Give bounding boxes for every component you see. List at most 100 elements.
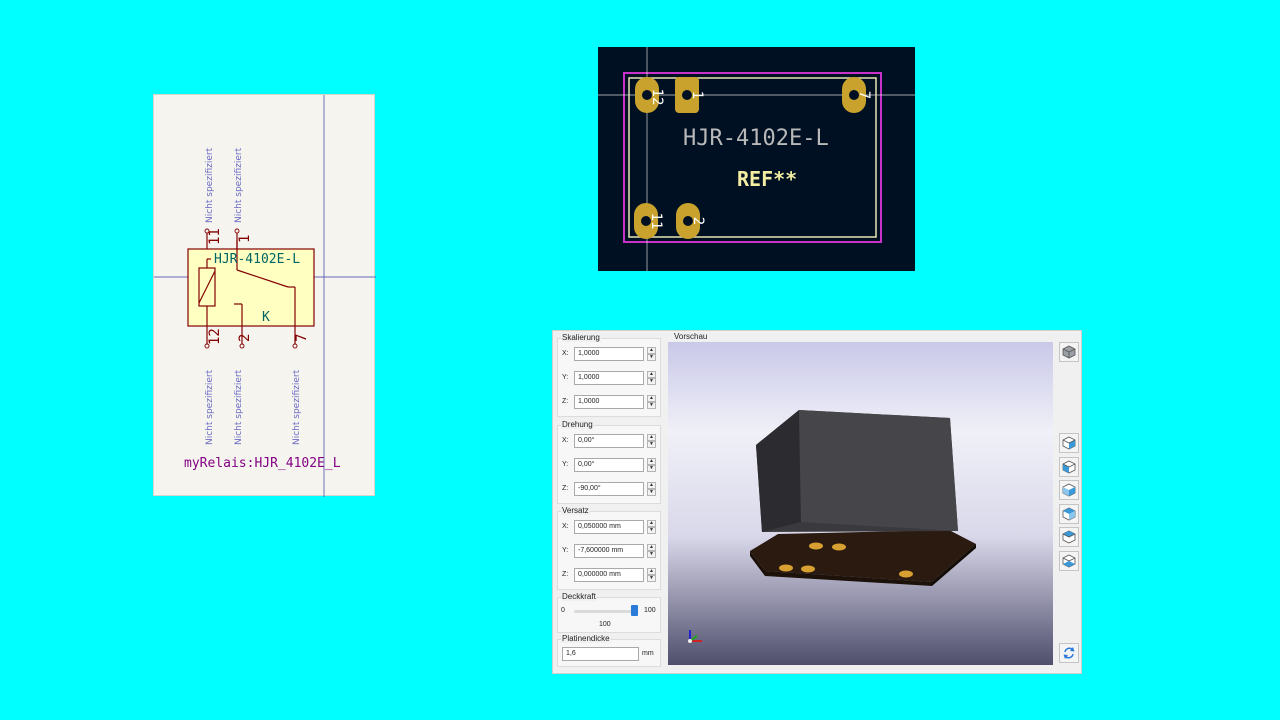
symbol-value[interactable]: HJR-4102E-L (214, 252, 300, 267)
rot-z-up-button[interactable]: ▲ (647, 482, 656, 489)
board-thickness-input[interactable]: 1,6 (562, 647, 639, 661)
rot-x-input[interactable]: 0,00° (574, 434, 644, 448)
offset-y-input[interactable]: -7,600000 mm (574, 544, 644, 558)
opacity-slider-handle[interactable] (631, 605, 638, 616)
view-top-button[interactable] (1059, 527, 1079, 547)
opacity-group: Deckkraft 0 100 100 (557, 592, 661, 633)
offset-group: Versatz X: 0,050000 mm ▲▼ Y: -7,600000 m… (557, 506, 661, 590)
view-bottom-button[interactable] (1059, 551, 1079, 571)
footprint-panel[interactable]: 12 1 7 11 2 HJR-4102E-L REF** (598, 47, 915, 271)
rot-y-up-button[interactable]: ▲ (647, 458, 656, 465)
reload-icon (1063, 647, 1075, 659)
model-pin (801, 565, 815, 573)
pad-1[interactable]: 1 (675, 77, 705, 113)
footprint-value[interactable]: HJR-4102E-L (683, 126, 829, 151)
rot-y-row: Y: 0,00° ▲▼ (562, 458, 658, 472)
3d-relay-model (688, 410, 976, 643)
axis-gizmo-icon (688, 639, 692, 643)
view-left-button[interactable] (1059, 480, 1079, 500)
scale-y-up-button[interactable]: ▲ (647, 371, 656, 378)
offset-x-input[interactable]: 0,050000 mm (574, 520, 644, 534)
offset-y-up-button[interactable]: ▲ (647, 544, 656, 551)
pad-11[interactable]: 11 (634, 203, 664, 239)
rot-y-down-button[interactable]: ▼ (647, 465, 656, 472)
offset-z-down-button[interactable]: ▼ (647, 575, 656, 582)
preview-label: Vorschau (674, 332, 708, 341)
view-iso-icon (1062, 345, 1076, 359)
model-pin (809, 542, 823, 550)
scale-z-input[interactable]: 1,0000 (574, 395, 644, 409)
opacity-slider-track[interactable] (574, 610, 636, 613)
rot-x-up-button[interactable]: ▲ (647, 434, 656, 441)
opacity-title: Deckkraft (561, 592, 597, 601)
pad-2[interactable]: 2 (676, 203, 706, 239)
pin-7-number: 7 (294, 334, 310, 342)
3d-preview-viewport[interactable] (668, 342, 1053, 665)
view-right-button[interactable] (1059, 504, 1079, 524)
rotation-title: Drehung (561, 420, 594, 429)
view-iso-button[interactable] (1059, 342, 1079, 362)
scale-x-input[interactable]: 1,0000 (574, 347, 644, 361)
rotation-group: Drehung X: 0,00° ▲▼ Y: 0,00° ▲▼ Z: -90,0… (557, 420, 661, 504)
board-thickness-title: Platinendicke (561, 634, 611, 643)
scale-z-down-button[interactable]: ▼ (647, 402, 656, 409)
view-right-icon (1062, 507, 1076, 521)
footprint-canvas: 12 1 7 11 2 HJR-4102E-L REF** (598, 47, 915, 271)
scaling-title: Skalierung (561, 333, 601, 342)
rot-z-row: Z: -90,00° ▲▼ (562, 482, 658, 496)
offset-z-input[interactable]: 0,000000 mm (574, 568, 644, 582)
symbol-library-id[interactable]: myRelais:HJR_4102E_L (184, 456, 341, 471)
pin-1-type: Nicht spezifiziert (234, 147, 244, 223)
svg-text:11: 11 (648, 213, 664, 230)
offset-x-up-button[interactable]: ▲ (647, 520, 656, 527)
pin-11-type: Nicht spezifiziert (205, 147, 215, 223)
reload-button[interactable] (1059, 643, 1079, 663)
scale-y-down-button[interactable]: ▼ (647, 378, 656, 385)
scale-x-up-button[interactable]: ▲ (647, 347, 656, 354)
offset-title: Versatz (561, 506, 590, 515)
footprint-reference[interactable]: REF** (737, 167, 797, 191)
scale-y-input[interactable]: 1,0000 (574, 371, 644, 385)
rot-z-down-button[interactable]: ▼ (647, 489, 656, 496)
board-thickness-group: Platinendicke 1,6 mm (557, 634, 661, 667)
scale-x-down-button[interactable]: ▼ (647, 354, 656, 361)
courtyard-outline (623, 72, 882, 243)
rot-y-input[interactable]: 0,00° (574, 458, 644, 472)
pin-11-number: 11 (207, 228, 223, 245)
pin-1-number: 1 (237, 235, 253, 243)
pad-7[interactable]: 7 (842, 77, 872, 113)
scale-y-row: Y: 1,0000 ▲▼ (562, 371, 658, 385)
svg-text:2: 2 (690, 217, 706, 225)
pin-12-type: Nicht spezifiziert (205, 369, 215, 445)
view-back-icon (1062, 460, 1076, 474)
scale-z-up-button[interactable]: ▲ (647, 395, 656, 402)
symbol-reference[interactable]: K (262, 310, 270, 325)
rot-x-row: X: 0,00° ▲▼ (562, 434, 658, 448)
scale-x-row: X: 1,0000 ▲▼ (562, 347, 658, 361)
view-back-button[interactable] (1059, 457, 1079, 477)
offset-z-up-button[interactable]: ▲ (647, 568, 656, 575)
svg-text:12: 12 (649, 89, 665, 106)
view-bottom-icon (1062, 554, 1076, 568)
view-front-button[interactable] (1059, 433, 1079, 453)
pad-12[interactable]: 12 (635, 77, 665, 113)
pin-12-number: 12 (207, 328, 223, 345)
opacity-min-label: 0 (561, 607, 565, 614)
offset-x-down-button[interactable]: ▼ (647, 527, 656, 534)
offset-y-down-button[interactable]: ▼ (647, 551, 656, 558)
view-left-icon (1062, 483, 1076, 497)
scale-z-row: Z: 1,0000 ▲▼ (562, 395, 658, 409)
svg-text:1: 1 (689, 91, 705, 99)
view-front-icon (1062, 436, 1076, 450)
model-pin (899, 570, 913, 578)
board-thickness-unit: mm (642, 650, 654, 657)
offset-x-row: X: 0,050000 mm ▲▼ (562, 520, 658, 534)
pin-2-number: 2 (237, 334, 253, 342)
rot-z-input[interactable]: -90,00° (574, 482, 644, 496)
silkscreen-outline (628, 77, 877, 238)
schematic-symbol-panel[interactable]: 11 1 12 2 7 Nicht spezifiziert Nicht spe… (153, 94, 376, 497)
rot-x-down-button[interactable]: ▼ (647, 441, 656, 448)
model-pin (832, 543, 846, 551)
3d-model-dialog: Skalierung X: 1,0000 ▲▼ Y: 1,0000 ▲▼ Z: … (552, 330, 1082, 674)
scaling-group: Skalierung X: 1,0000 ▲▼ Y: 1,0000 ▲▼ Z: … (557, 333, 661, 417)
